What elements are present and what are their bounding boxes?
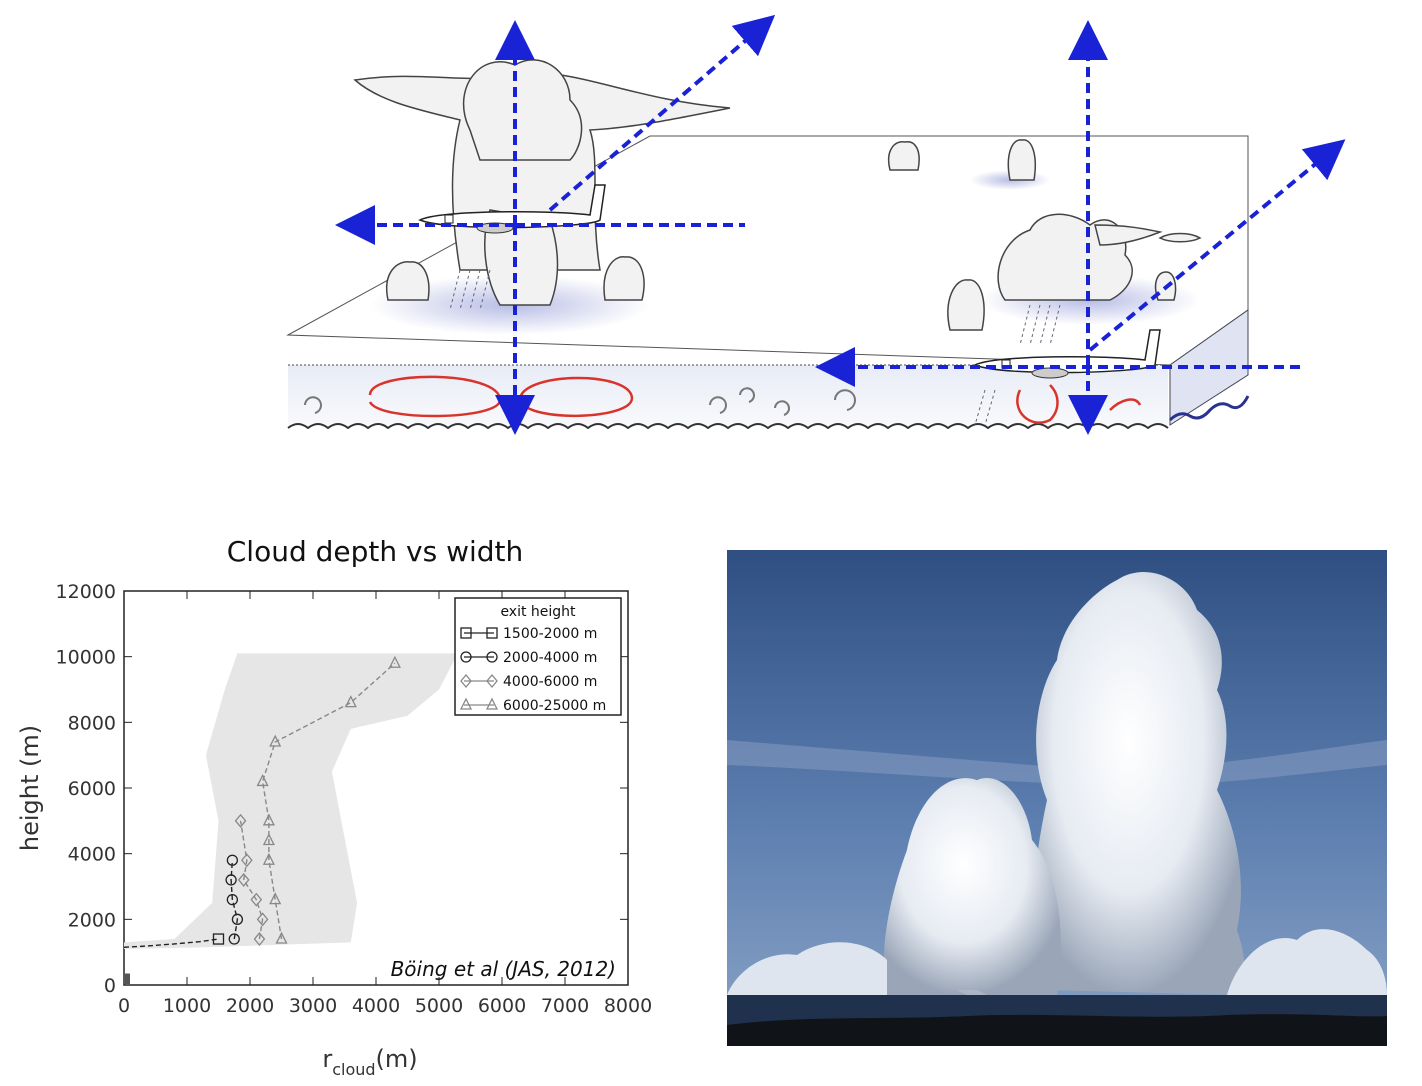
data-point-diamond (241, 853, 253, 868)
towering-cloud (1033, 571, 1245, 995)
legend-marker-circle (460, 651, 472, 663)
legend-marker-square (460, 627, 472, 639)
data-point-circle (226, 893, 239, 906)
chart-title: Cloud depth vs width (226, 535, 524, 568)
data-point-circle (231, 913, 244, 925)
series-line-diamond (239, 820, 264, 940)
deep-convective-cloud (353, 59, 731, 306)
data-point-triangle (262, 852, 275, 865)
data-point-triangle (275, 931, 288, 944)
data-point-triangle (269, 734, 282, 747)
spread-envelope (124, 653, 458, 949)
y-tick-label: 10000 (56, 647, 116, 669)
legend-label: 4000-6000 m (503, 674, 597, 690)
data-point-circle (228, 933, 240, 945)
small-eddies (304, 387, 856, 416)
legend-title: exit height (500, 604, 576, 620)
y-tick-label: 2000 (68, 909, 116, 931)
y-tick-label: 12000 (56, 581, 116, 603)
x-tick-label: 4000 (352, 995, 400, 1017)
data-point-triangle (262, 833, 275, 846)
cumulonimbus-photo (727, 550, 1387, 1046)
data-point-triangle (256, 773, 269, 787)
data-point-triangle (269, 892, 282, 905)
data-point-diamond (237, 872, 250, 887)
data-point-diamond (256, 912, 269, 927)
series-line-triangle (261, 662, 396, 940)
y-tick-label: 4000 (68, 844, 116, 866)
x-tick-label: 2000 (226, 995, 274, 1017)
data-point-triangle (388, 655, 401, 668)
data-point-circle (226, 854, 239, 866)
legend-marker-circle (486, 651, 498, 663)
data-point-triangle (262, 813, 275, 826)
legend-marker-triangle (459, 697, 473, 710)
legend: exit height 1500-2000 m 2000-4000 m 4000-6… (454, 597, 622, 716)
x-tick-label: 8000 (604, 995, 652, 1017)
legend-label: 6000-25000 m (503, 698, 606, 714)
research-aircraft-left (418, 184, 606, 234)
x-tick-label: 6000 (478, 995, 526, 1017)
cloud-depth-chart: 0 1000 2000 3000 4000 5000 6000 7000 8000 0 2000 40… (16, 581, 652, 1079)
y-axis-label: height (m) (16, 725, 44, 851)
x-tick-label: 0 (118, 995, 130, 1017)
data-point-diamond (250, 892, 263, 907)
rain-streaks (449, 269, 1061, 426)
data-point-diamond (253, 932, 266, 947)
shallow-cumulus-clouds (385, 139, 1202, 331)
legend-marker-square (486, 627, 498, 639)
boundary-layer-side (1169, 309, 1249, 426)
y-tick-label: 0 (104, 975, 116, 997)
legend-marker-triangle (485, 697, 499, 710)
x-tick-label: 5000 (415, 995, 463, 1017)
legend-marker-diamond (486, 673, 498, 689)
x-tick-label: 7000 (541, 995, 589, 1017)
legend-label: 2000-4000 m (503, 650, 597, 666)
research-aircraft-right (973, 329, 1161, 379)
y-tick-label: 8000 (68, 712, 116, 734)
series-line-circle (230, 860, 239, 940)
x-tick-label: 1000 (163, 995, 211, 1017)
flight-path-arrows (335, 14, 1346, 435)
ocean-waves (287, 423, 1169, 430)
origin-bar (125, 973, 130, 984)
x-tick-label: 3000 (289, 995, 337, 1017)
data-point-square (212, 933, 225, 945)
y-tick-label: 6000 (68, 778, 116, 800)
x-axis-label: rcloud(m) (322, 1045, 417, 1079)
series-line-square (123, 938, 219, 948)
data-point-circle (225, 874, 237, 886)
data-point-triangle (344, 695, 357, 708)
citation: Böing et al (JAS, 2012) (391, 957, 616, 981)
convection-schematic (286, 14, 1346, 435)
legend-marker-diamond (460, 673, 472, 689)
data-point-diamond (234, 813, 247, 828)
legend-label: 1500-2000 m (503, 626, 597, 642)
